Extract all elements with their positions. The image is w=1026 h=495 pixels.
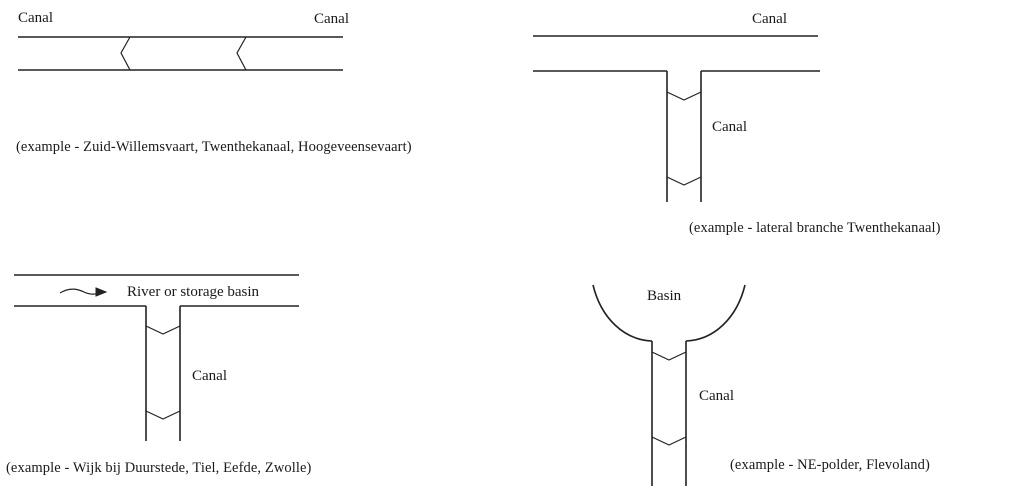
- lock-gate-upper: [145, 325, 181, 335]
- caption-basin-branch: (example - NE-polder, Flevoland): [730, 457, 930, 473]
- canal-label-right: Canal: [314, 11, 349, 27]
- caption-river-branch: (example - Wijk bij Duurstede, Tiel, Eef…: [6, 460, 312, 476]
- caption-straight-canal: (example - Zuid-Willemsvaart, Twenthekan…: [16, 139, 412, 155]
- lock-gate-upper: [666, 91, 702, 101]
- basin-label: Basin: [647, 288, 682, 304]
- lock-gate-lower: [651, 436, 687, 446]
- lock-gate-left: [120, 36, 131, 71]
- flow-arrow-head-icon: [95, 287, 108, 297]
- panel-river-branch: [14, 274, 299, 441]
- lock-gate-lower: [666, 176, 702, 186]
- canal-label: Canal: [699, 388, 734, 404]
- lock-gate-upper: [651, 351, 687, 361]
- caption-lateral-branch: (example - lateral branche Twenthekanaal…: [689, 220, 941, 236]
- river-label: River or storage basin: [127, 284, 260, 300]
- panel-lateral-branch: [533, 35, 820, 202]
- lock-gate-right: [236, 36, 247, 71]
- panel-basin-branch: [592, 284, 746, 486]
- basin-outline: [592, 284, 746, 342]
- panel-straight-canal: [18, 36, 343, 71]
- canal-label-left: Canal: [18, 10, 53, 26]
- branch-canal-label: Canal: [712, 119, 747, 135]
- lock-gate-lower: [145, 410, 181, 420]
- canal-label: Canal: [192, 368, 227, 384]
- main-canal-label: Canal: [752, 11, 787, 27]
